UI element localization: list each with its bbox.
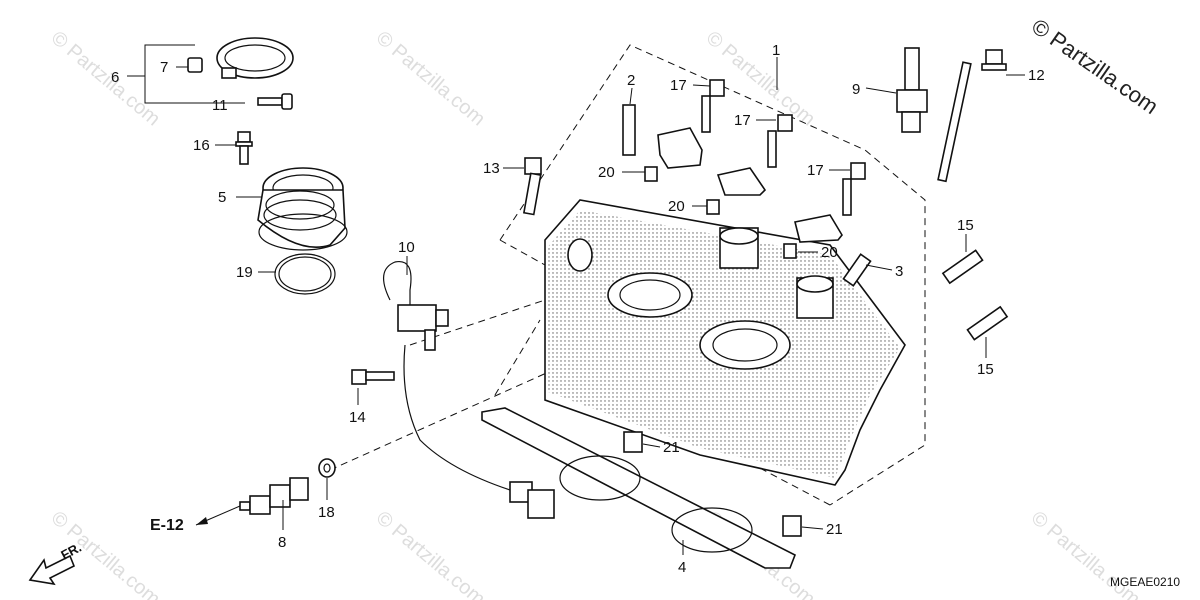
- bolt-13: [522, 157, 542, 216]
- callout-15-lower: 15: [977, 361, 994, 378]
- callout-17-c: 17: [807, 162, 824, 179]
- long-bolt: [937, 49, 1007, 183]
- callout-20-a: 20: [598, 164, 615, 181]
- callout-9: 9: [852, 81, 860, 98]
- watermark: © Partzilla.com: [372, 27, 489, 130]
- callout-11: 11: [212, 97, 228, 114]
- callout-17-a: 17: [670, 77, 687, 94]
- flange-bolt-16: [235, 131, 253, 165]
- callout-6-bracket: [127, 44, 245, 104]
- head-gasket: [481, 407, 797, 569]
- callout-15-upper: 15: [957, 217, 974, 234]
- callout-18: 18: [318, 504, 335, 521]
- callout-6: 6: [111, 69, 119, 86]
- callout-19: 19: [236, 264, 253, 281]
- watermark: © Partzilla.com: [372, 507, 489, 600]
- leader-lines: [176, 57, 1025, 555]
- spark-plug: [896, 47, 928, 133]
- callout-16: 16: [193, 137, 210, 154]
- watermark: © Partzilla.com: [47, 27, 164, 130]
- callout-21-b: 21: [826, 521, 843, 538]
- callout-13: 13: [483, 160, 500, 177]
- callout-17-b: 17: [734, 112, 751, 129]
- intake-insulator: [257, 167, 348, 251]
- hose-band: [216, 37, 294, 79]
- callout-5: 5: [218, 189, 226, 206]
- callouts: 1 2 3 4 5 6 7 8 9 10 11 12 13 14 15 15 1…: [111, 42, 1045, 576]
- callout-12: 12: [1028, 67, 1045, 84]
- watermark: © Partzilla.com: [702, 27, 819, 130]
- clip-nut: [187, 57, 203, 73]
- copyright-brand: © Partzilla.com: [1027, 14, 1163, 120]
- bolt-14: [351, 369, 395, 385]
- callout-20-b: 20: [668, 198, 685, 215]
- callout-7: 7: [160, 59, 168, 76]
- washer: [318, 458, 336, 478]
- o-ring: [274, 253, 336, 295]
- temp-sensor: [239, 477, 309, 515]
- callout-14: 14: [349, 409, 366, 426]
- callout-20-c: 20: [821, 244, 838, 261]
- reference-code: E-12: [150, 517, 184, 534]
- callout-4: 4: [678, 559, 686, 576]
- drawing-code: MGEAE0210: [1110, 575, 1180, 589]
- dowels-21: [623, 431, 802, 537]
- cylinder-head: [544, 199, 906, 486]
- bolts-17: [701, 79, 866, 216]
- pins-and-dowels: [622, 104, 872, 287]
- callout-8: 8: [278, 534, 286, 551]
- sensor-harness: [383, 260, 555, 519]
- front-direction-indicator: FR.: [28, 540, 84, 586]
- reference-e12: E-12: [150, 505, 241, 534]
- callout-2: 2: [627, 72, 635, 89]
- callout-3: 3: [895, 263, 903, 280]
- callout-21-a: 21: [663, 439, 680, 456]
- band-screw: [257, 93, 293, 110]
- callout-10: 10: [398, 239, 415, 256]
- camshaft-holders: [657, 127, 843, 243]
- studs: [941, 249, 1009, 341]
- callout-1: 1: [772, 42, 780, 59]
